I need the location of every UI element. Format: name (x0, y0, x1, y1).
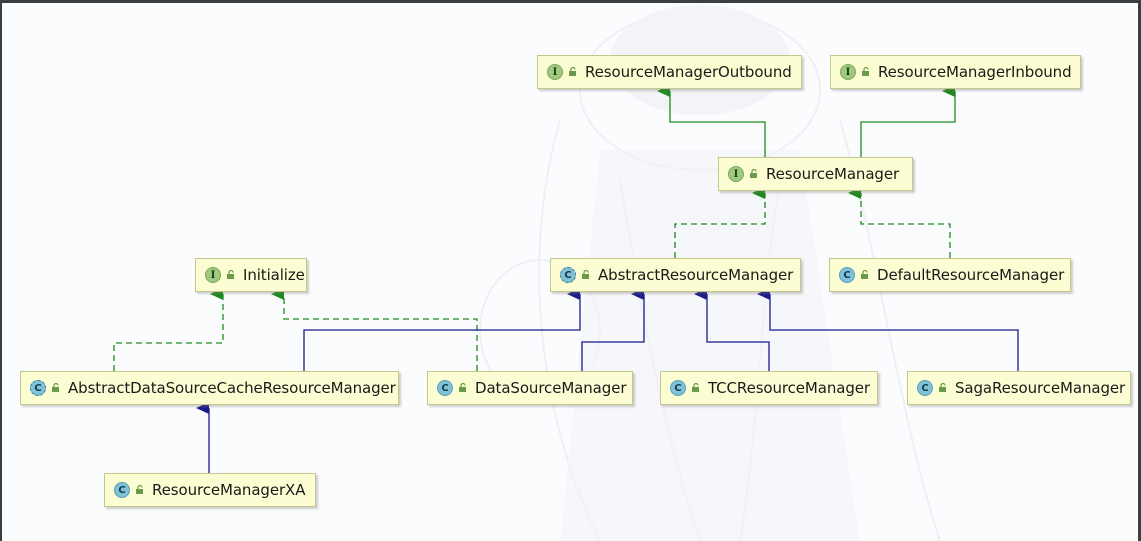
edge-defaultrm-to-resourcemanager (848, 187, 951, 258)
edge-abstractds-to-abstractrm (303, 288, 581, 371)
public-lock-icon (569, 67, 576, 76)
node-initialize[interactable]: I Initialize (195, 258, 307, 292)
public-lock-icon (52, 383, 59, 392)
node-label: ResourceManagerInbound (878, 63, 1072, 81)
node-resource-manager-outbound[interactable]: I ResourceManagerOutbound (537, 55, 802, 89)
node-label: ResourceManagerXA (152, 481, 306, 499)
edge-abstractrm-to-resourcemanager (674, 187, 766, 258)
public-lock-icon (459, 383, 466, 392)
abstract-class-icon: C (560, 267, 576, 283)
public-lock-icon (227, 270, 234, 279)
node-label: DataSourceManager (475, 379, 627, 397)
interface-icon: I (205, 267, 221, 283)
node-label: ResourceManager (766, 165, 900, 183)
edge-tcc-to-abstractrm (694, 288, 770, 371)
public-lock-icon (861, 270, 868, 279)
public-lock-icon (582, 270, 589, 279)
edge-datasourcemanager-to-initialize (271, 288, 478, 371)
node-resource-manager-inbound[interactable]: I ResourceManagerInbound (830, 55, 1081, 89)
node-datasource-manager[interactable]: C DataSourceManager (427, 371, 633, 405)
edge-abstractds-to-initialize (113, 288, 224, 371)
node-saga-resource-manager[interactable]: C SagaResourceManager (907, 371, 1131, 405)
node-label: TCCResourceManager (708, 379, 870, 397)
class-icon: C (114, 482, 130, 498)
edge-resourcemanager-to-outbound (657, 85, 766, 157)
window-top-border (0, 0, 1141, 3)
public-lock-icon (136, 485, 143, 494)
node-label: SagaResourceManager (955, 379, 1126, 397)
interface-icon: I (547, 64, 563, 80)
public-lock-icon (692, 383, 699, 392)
edge-resourcemanager-to-inbound (860, 85, 956, 157)
node-label: AbstractDataSourceCacheResourceManager (68, 379, 396, 397)
window-right-border (1138, 0, 1141, 541)
class-icon: C (437, 380, 453, 396)
node-label: ResourceManagerOutbound (585, 63, 792, 81)
abstract-class-icon: C (30, 380, 46, 396)
class-icon: C (670, 380, 686, 396)
node-abstract-resource-manager[interactable]: C AbstractResourceManager (550, 258, 801, 292)
edge-saga-to-abstractrm (757, 288, 1019, 371)
node-label: Initialize (243, 266, 305, 284)
interface-icon: I (728, 166, 744, 182)
public-lock-icon (862, 67, 869, 76)
public-lock-icon (939, 383, 946, 392)
class-icon: C (839, 267, 855, 283)
node-label: AbstractResourceManager (598, 266, 794, 284)
node-resource-manager-xa[interactable]: C ResourceManagerXA (104, 473, 316, 507)
interface-icon: I (840, 64, 856, 80)
edge-datasourcemanager-to-abstractrm (581, 288, 645, 371)
class-icon: C (917, 380, 933, 396)
node-label: DefaultResourceManager (877, 266, 1065, 284)
node-abstract-datasource-cache-resource-manager[interactable]: C AbstractDataSourceCacheResourceManager (20, 371, 399, 405)
public-lock-icon (750, 169, 757, 178)
node-tcc-resource-manager[interactable]: C TCCResourceManager (660, 371, 878, 405)
node-resource-manager[interactable]: I ResourceManager (718, 157, 913, 191)
window-left-border (0, 0, 2, 541)
node-default-resource-manager[interactable]: C DefaultResourceManager (829, 258, 1071, 292)
